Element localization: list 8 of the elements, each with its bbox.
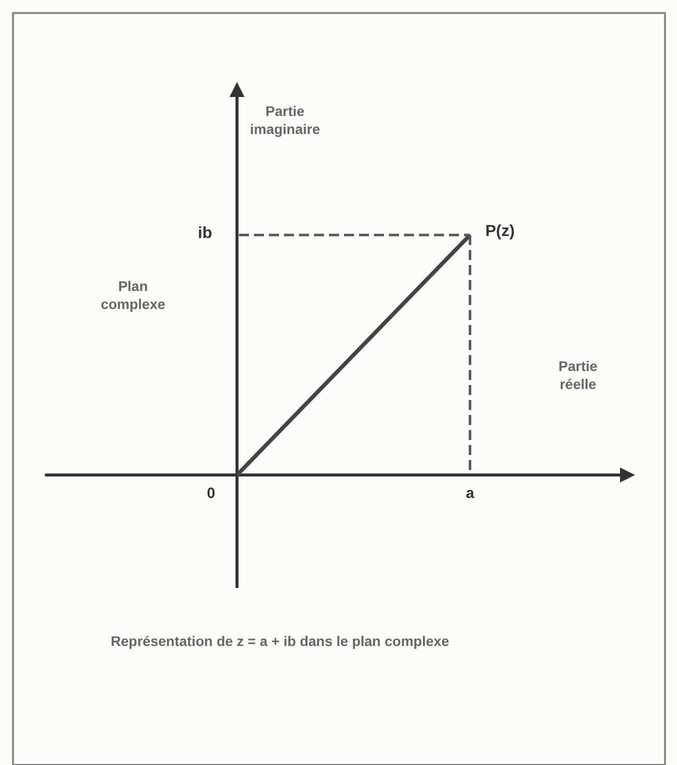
axis-label: Plan complexe	[100, 277, 166, 314]
figure-caption: Représentation de z = a + ib dans le plan complexe	[110, 632, 450, 651]
axis-tick-label: 0	[206, 484, 216, 504]
axis-label: Partie imaginaire	[248, 102, 322, 138]
axis-tick-label: a	[464, 484, 476, 504]
axis-tick-label: ib	[196, 224, 214, 244]
point-label: P(z)	[484, 222, 516, 242]
axis-label: Partie réelle	[558, 357, 598, 394]
